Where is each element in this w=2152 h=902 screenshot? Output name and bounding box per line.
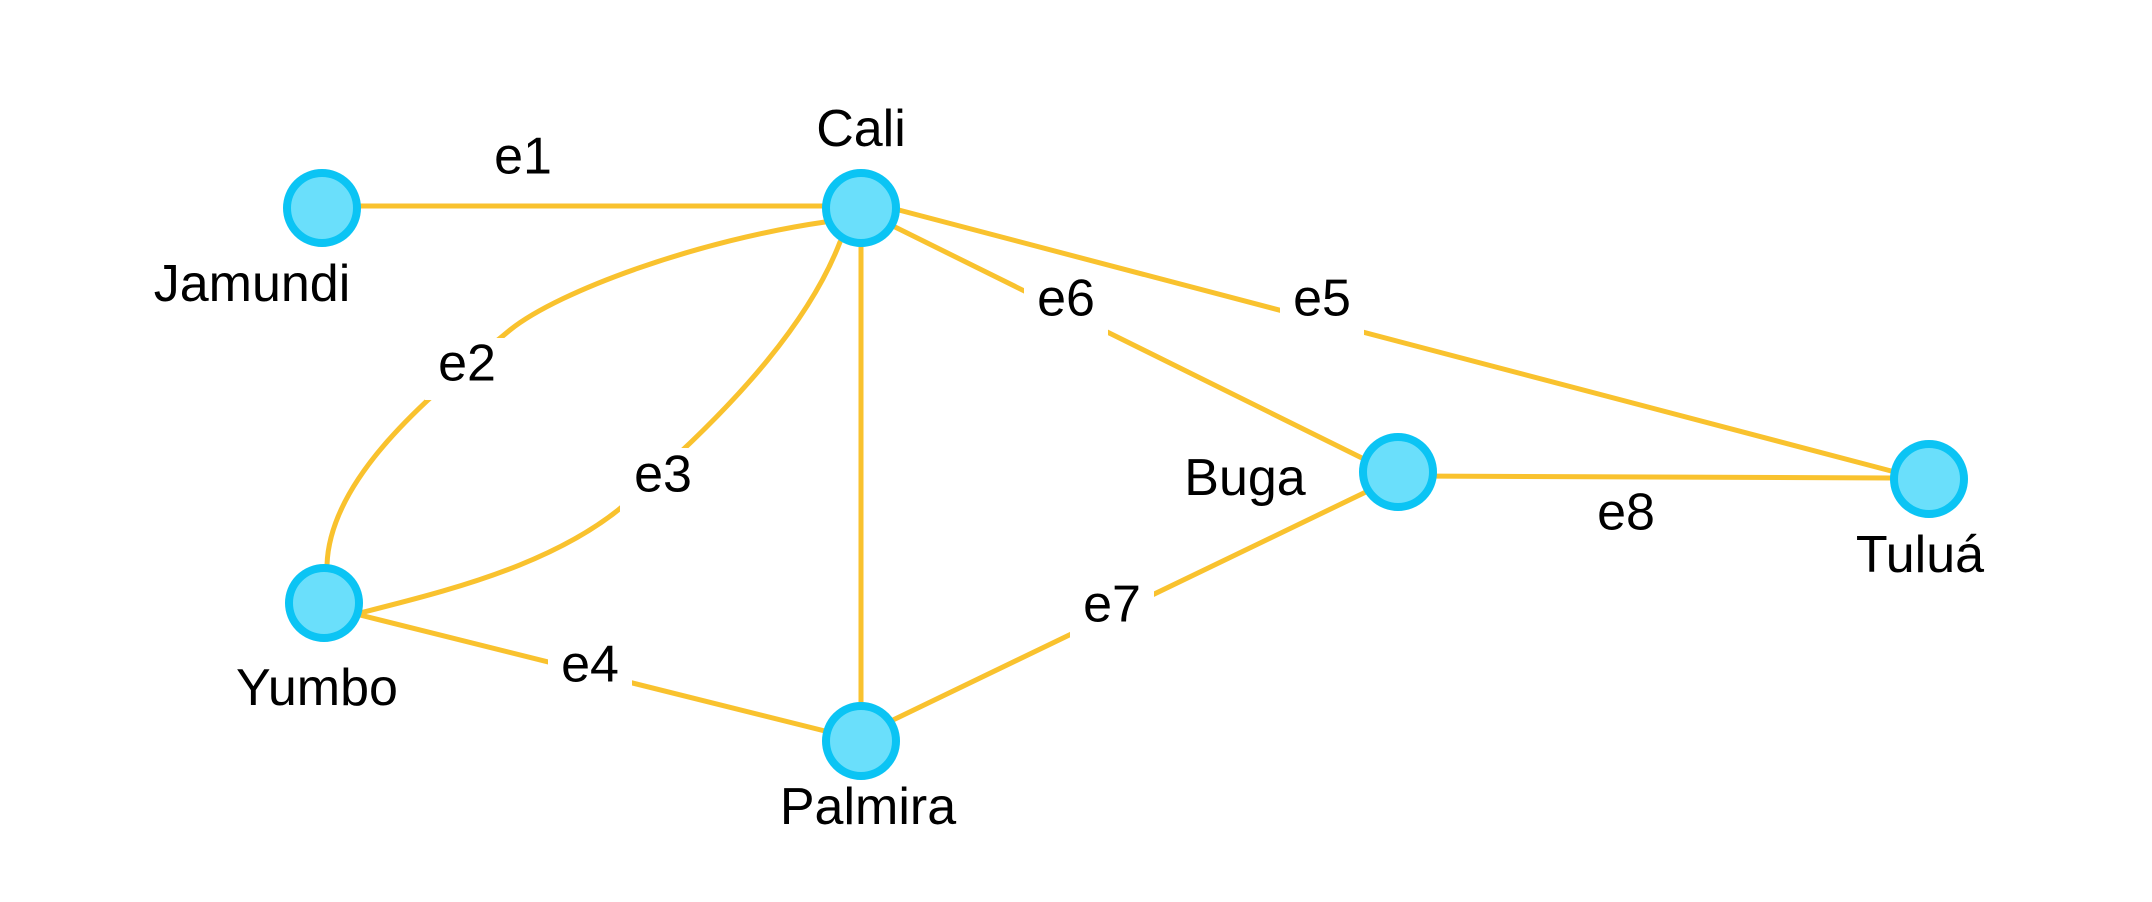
nodes <box>283 169 1968 780</box>
node-buga[interactable] <box>1359 433 1437 511</box>
edge-label-e1-group: e1 <box>494 128 552 186</box>
edge-label-e4: e4 <box>561 636 619 694</box>
node-palmira[interactable] <box>822 702 900 780</box>
node-label-cali: Cali <box>816 100 906 158</box>
edge-label-e6-bg <box>1024 272 1108 336</box>
edge-label-e1: e1 <box>494 128 552 186</box>
edge-label-e4-bg <box>548 638 632 700</box>
node-jamundi[interactable] <box>283 169 361 247</box>
edge-label-e3-group: e3 <box>620 446 706 512</box>
edge-e5 <box>892 206 1898 475</box>
edge-label-e3-bg <box>620 448 706 512</box>
edge-label-e5-bg <box>1280 272 1364 336</box>
node-label-buga: Buga <box>1184 449 1306 507</box>
node-label-jamundi: Jamundi <box>154 255 351 313</box>
edge-label-e3: e3 <box>634 446 692 504</box>
node-label-tulua: Tuluá <box>1856 526 1984 584</box>
edge-label-e4-group: e4 <box>548 636 632 700</box>
node-cali[interactable] <box>822 169 900 247</box>
edge-label-e6: e6 <box>1037 270 1095 328</box>
edge-label-e7-group: e7 <box>1070 576 1154 642</box>
edge-label-e7-bg <box>1070 578 1154 642</box>
edge-e6 <box>890 223 1373 465</box>
edge-label-e7: e7 <box>1083 576 1141 634</box>
node-label-yumbo: Yumbo <box>236 659 398 717</box>
edge-label-e5-group: e5 <box>1280 270 1364 336</box>
edge-label-e2-group: e2 <box>425 335 509 400</box>
edge-label-e2-bg <box>425 338 509 400</box>
edge-label-e8-group: e8 <box>1597 484 1655 542</box>
edge-label-e5: e5 <box>1293 270 1351 328</box>
edge-labels: e1 e2 e3 e4 e5 e6 e7 e8 <box>425 128 1655 700</box>
edge-e8 <box>1405 473 1898 481</box>
edge-label-e8: e8 <box>1597 484 1655 542</box>
edge-label-e6-group: e6 <box>1024 270 1108 336</box>
node-label-palmira: Palmira <box>780 778 956 836</box>
node-labels: Jamundi Cali Yumbo Palmira Buga Tuluá <box>154 100 1984 836</box>
edge-label-e2: e2 <box>438 335 496 393</box>
node-tulua[interactable] <box>1890 440 1968 518</box>
node-yumbo[interactable] <box>285 564 363 642</box>
edge-e3 <box>353 239 843 617</box>
edge-e2 <box>324 219 828 568</box>
